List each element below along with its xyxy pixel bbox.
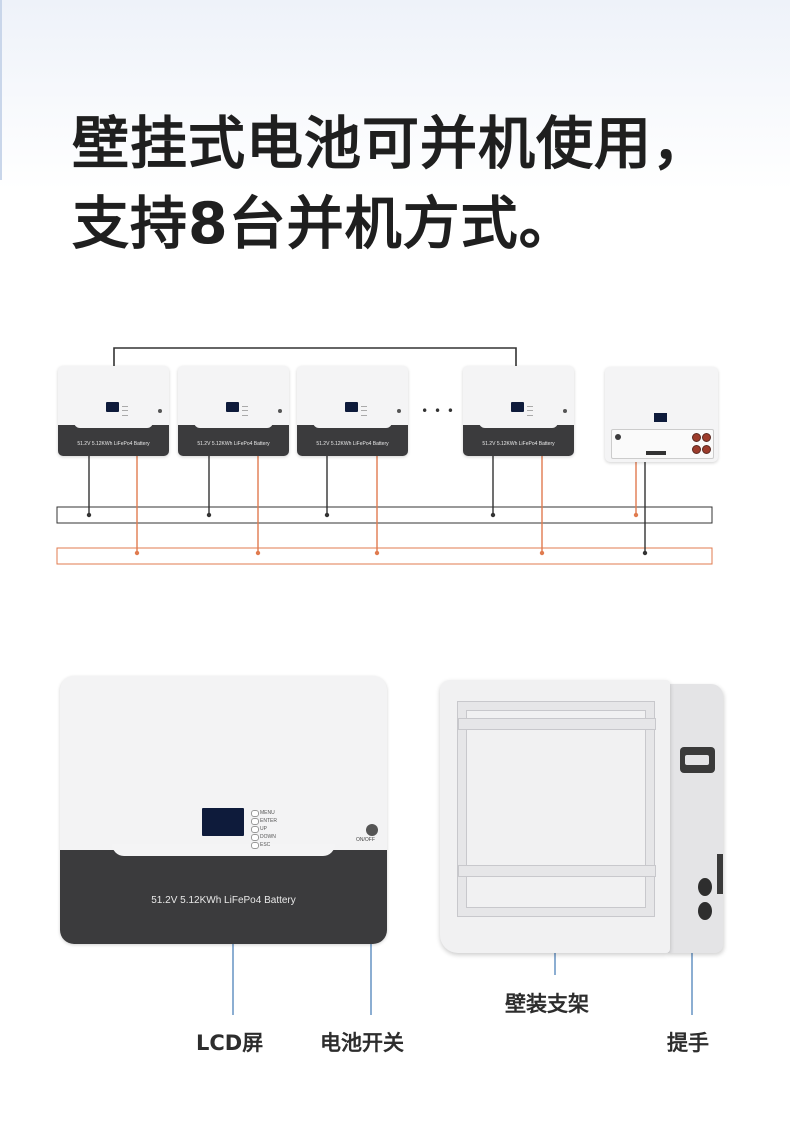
comm-ports bbox=[646, 451, 666, 455]
headline: 壁挂式电池可并机使用， 支持8台并机方式。 bbox=[72, 104, 710, 264]
button-dot-icon bbox=[251, 818, 259, 825]
battery-label: 51.2V 5.12KWh LiFePo4 Battery bbox=[151, 895, 296, 907]
junction-dots bbox=[86, 512, 648, 556]
button-marker bbox=[122, 410, 128, 412]
battery-band bbox=[463, 422, 574, 456]
button-label: MENU bbox=[260, 810, 275, 816]
battery-unit-rear-view bbox=[605, 367, 718, 462]
power-switch-icon bbox=[562, 409, 567, 414]
button-marker bbox=[527, 410, 533, 412]
terminal-icon bbox=[692, 445, 701, 454]
button-marker bbox=[242, 410, 248, 412]
positive-wires bbox=[136, 456, 637, 552]
battery-label: 51.2V 5.12KWh LiFePo4 Battery bbox=[77, 441, 150, 447]
button-marker bbox=[527, 405, 533, 407]
positive-busbar bbox=[56, 547, 713, 565]
button-marker bbox=[361, 405, 367, 407]
caption-handle: 提手 bbox=[667, 1031, 709, 1055]
ellipsis-more-units: • • • bbox=[421, 404, 455, 418]
caption-power-switch: 电池开关 bbox=[320, 1031, 404, 1055]
button-label: UP bbox=[260, 826, 267, 832]
button-marker bbox=[361, 410, 367, 412]
negative-wires bbox=[88, 456, 646, 554]
handle-icon bbox=[680, 747, 715, 773]
terminal-panel bbox=[611, 429, 714, 459]
battery-label: 51.2V 5.12KWh LiFePo4 Battery bbox=[482, 441, 555, 447]
side-port-icon bbox=[698, 878, 712, 896]
lcd-screen bbox=[344, 402, 359, 412]
battery-unit-2: 51.2V 5.12KWh LiFePo4 Battery bbox=[178, 366, 289, 456]
button-dot-icon bbox=[251, 842, 259, 849]
battery-band bbox=[297, 422, 408, 456]
button-label: ESC bbox=[260, 842, 271, 848]
button-marker bbox=[242, 414, 248, 416]
battery-unit-4: 51.2V 5.12KWh LiFePo4 Battery bbox=[463, 366, 574, 456]
button-marker bbox=[242, 405, 248, 407]
button-label: DOWN bbox=[260, 834, 276, 840]
terminal-icon bbox=[702, 433, 711, 442]
button-marker bbox=[122, 414, 128, 416]
battery-unit-1: 51.2V 5.12KWh LiFePo4 Battery bbox=[58, 366, 169, 456]
port-icon bbox=[615, 434, 621, 440]
communication-link-line bbox=[113, 347, 517, 368]
battery-front-view: 51.2V 5.12KWh LiFePo4 Battery ON/OFF bbox=[60, 676, 387, 944]
top-background bbox=[0, 0, 790, 190]
power-switch-icon bbox=[396, 409, 401, 414]
button-marker bbox=[361, 414, 367, 416]
power-switch-label: ON/OFF bbox=[356, 837, 375, 843]
power-switch-icon bbox=[157, 409, 162, 414]
battery-band bbox=[60, 844, 387, 944]
battery-band bbox=[58, 422, 169, 456]
button-up: UP bbox=[251, 825, 301, 833]
lcd-screen bbox=[202, 808, 244, 836]
negative-busbar bbox=[56, 506, 713, 524]
button-down: DOWN bbox=[251, 833, 301, 841]
bracket-rail-bottom bbox=[458, 865, 656, 877]
lcd-screen bbox=[510, 402, 525, 412]
button-marker bbox=[122, 405, 128, 407]
button-enter: ENTER bbox=[251, 817, 301, 825]
battery-back-panel bbox=[440, 680, 670, 953]
bracket-rail-top bbox=[458, 718, 656, 730]
lcd-screen bbox=[654, 413, 667, 422]
button-esc: ESC bbox=[251, 841, 301, 849]
button-label: ENTER bbox=[260, 818, 277, 824]
headline-line-2: 支持8台并机方式。 bbox=[72, 191, 577, 257]
lcd-screen bbox=[105, 402, 120, 412]
caption-lcd: LCD屏 bbox=[196, 1031, 264, 1055]
left-accent-line bbox=[0, 0, 2, 180]
button-dot-icon bbox=[251, 810, 259, 817]
button-menu: MENU bbox=[251, 809, 301, 817]
side-port-icon bbox=[698, 902, 712, 920]
caption-wall-bracket: 壁装支架 bbox=[505, 992, 589, 1016]
battery-side-panel bbox=[668, 684, 723, 953]
battery-band bbox=[178, 422, 289, 456]
button-dot-icon bbox=[251, 826, 259, 833]
power-switch-icon bbox=[366, 824, 378, 836]
battery-side-view bbox=[440, 680, 723, 953]
battery-unit-3: 51.2V 5.12KWh LiFePo4 Battery bbox=[297, 366, 408, 456]
battery-label: 51.2V 5.12KWh LiFePo4 Battery bbox=[197, 441, 270, 447]
lcd-screen bbox=[225, 402, 240, 412]
terminal-icon bbox=[692, 433, 701, 442]
wall-bracket bbox=[458, 702, 654, 916]
headline-line-1: 壁挂式电池可并机使用， bbox=[72, 111, 710, 177]
button-dot-icon bbox=[251, 834, 259, 841]
power-switch-icon bbox=[277, 409, 282, 414]
terminal-icon bbox=[702, 445, 711, 454]
button-marker bbox=[527, 414, 533, 416]
side-edge bbox=[717, 854, 723, 894]
battery-label: 51.2V 5.12KWh LiFePo4 Battery bbox=[316, 441, 389, 447]
